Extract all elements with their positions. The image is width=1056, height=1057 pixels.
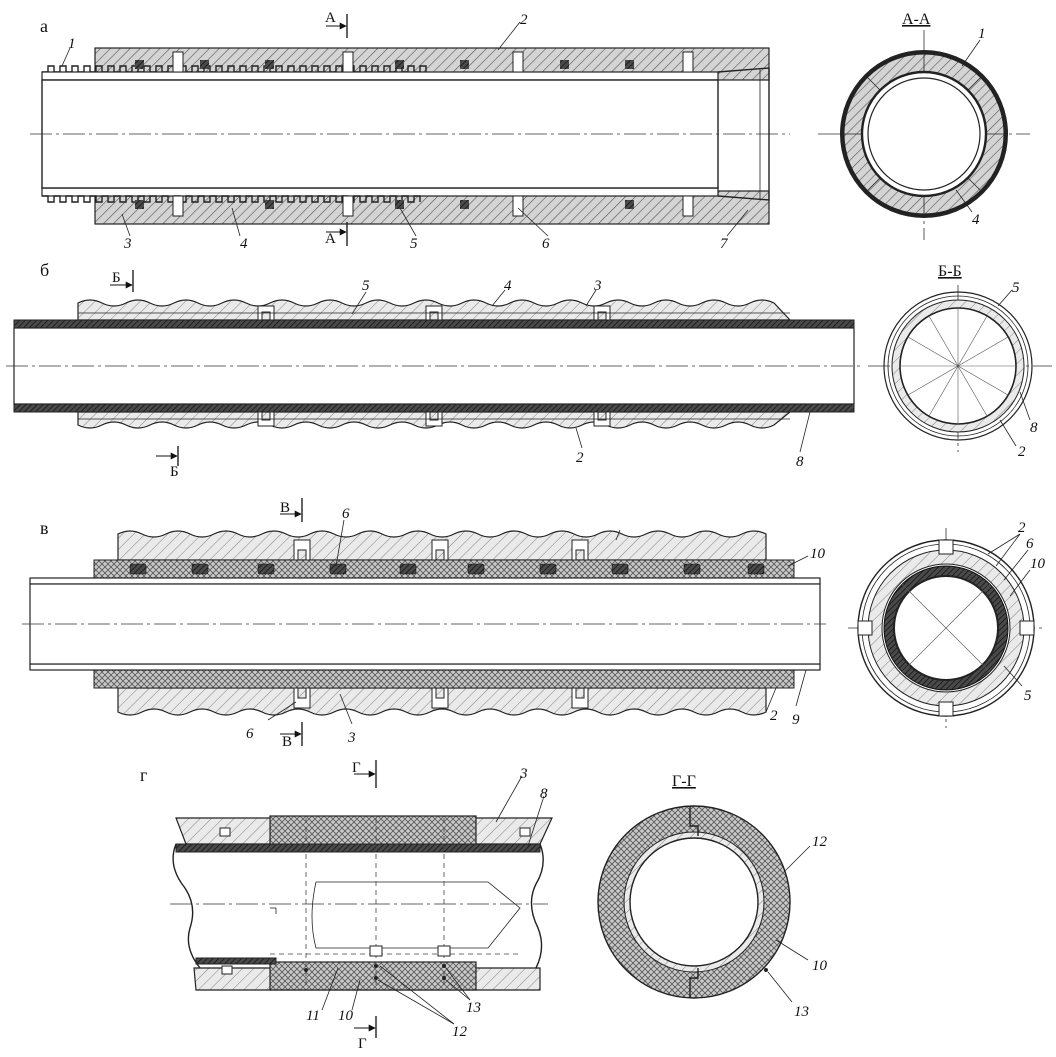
labels: а б в г А-А Б-Б Г-Г А А Б Б В В Г Г 1 2 … — [40, 10, 1046, 1052]
section-a-a-view — [818, 30, 1030, 240]
callout-10-vv: 10 — [1030, 556, 1046, 572]
section-g-g-view — [597, 805, 811, 1003]
section-v-v-view — [848, 528, 1046, 728]
callout-10-gg: 10 — [812, 958, 828, 974]
callout-4-aa: 4 — [972, 212, 980, 228]
cut-mark-g-bottom: Г — [358, 1036, 367, 1052]
panel-label-g: г — [140, 765, 147, 785]
panel-label-b: б — [40, 260, 49, 280]
callout-8-bb: 8 — [1030, 420, 1038, 436]
cut-mark-b-top: Б — [112, 270, 121, 286]
callout-2-a: 2 — [520, 12, 528, 28]
callout-10-v: 10 — [810, 546, 826, 562]
callout-5-a: 5 — [410, 236, 418, 252]
section-title-a-a: А-А — [902, 11, 931, 28]
callout-4-a: 4 — [240, 236, 248, 252]
callout-1-aa: 1 — [978, 26, 986, 42]
callout-12-g: 12 — [452, 1024, 468, 1040]
section-title-b-b: Б-Б — [938, 263, 962, 280]
callout-2-vv: 2 — [1018, 520, 1026, 536]
callout-3-a: 3 — [123, 236, 132, 252]
callout-6-v-bottom: 6 — [246, 726, 254, 742]
callout-5-bb: 5 — [1012, 280, 1020, 296]
callout-3-b: 3 — [593, 278, 602, 294]
panel-v-longitudinal-section — [22, 498, 826, 746]
panel-a-longitudinal-section — [30, 14, 790, 246]
callout-2-v: 2 — [770, 708, 778, 724]
callout-3-v: 3 — [347, 730, 356, 746]
cut-mark-g-top: Г — [352, 760, 361, 776]
callout-8-g: 8 — [540, 786, 548, 802]
callout-2-b: 2 — [576, 450, 584, 466]
callout-12-gg: 12 — [812, 834, 828, 850]
panel-b-longitudinal-section — [6, 270, 862, 466]
callout-6-vv: 6 — [1026, 536, 1034, 552]
section-title-g-g: Г-Г — [672, 773, 696, 790]
callout-13-gg: 13 — [794, 1004, 809, 1020]
callout-3-g: 3 — [519, 766, 528, 782]
callout-8-b: 8 — [796, 454, 804, 470]
section-b-b-view — [868, 285, 1052, 452]
callout-6-a: 6 — [542, 236, 550, 252]
callout-6-v: 6 — [342, 506, 350, 522]
callout-9-v: 9 — [792, 712, 800, 728]
callout-10-g: 10 — [338, 1008, 354, 1024]
panel-g-joint-detail — [170, 760, 553, 1038]
callout-1-a: 1 — [68, 36, 76, 52]
panel-label-v: в — [40, 518, 49, 538]
callout-7-a: 7 — [720, 236, 729, 252]
cut-mark-b-bottom: Б — [170, 464, 179, 480]
cut-mark-v-bottom: В — [282, 734, 292, 750]
callout-4-b: 4 — [504, 278, 512, 294]
callout-11-g: 11 — [306, 1008, 320, 1024]
cut-mark-v-top: В — [280, 500, 290, 516]
cut-mark-a-bottom: А — [325, 231, 336, 247]
callout-5-b: 5 — [362, 278, 370, 294]
callout-5-vv: 5 — [1024, 688, 1032, 704]
panel-label-a: а — [40, 16, 48, 36]
callout-13-g: 13 — [466, 1000, 481, 1016]
callout-2-bb: 2 — [1018, 444, 1026, 460]
cut-mark-a-top: А — [325, 10, 336, 26]
